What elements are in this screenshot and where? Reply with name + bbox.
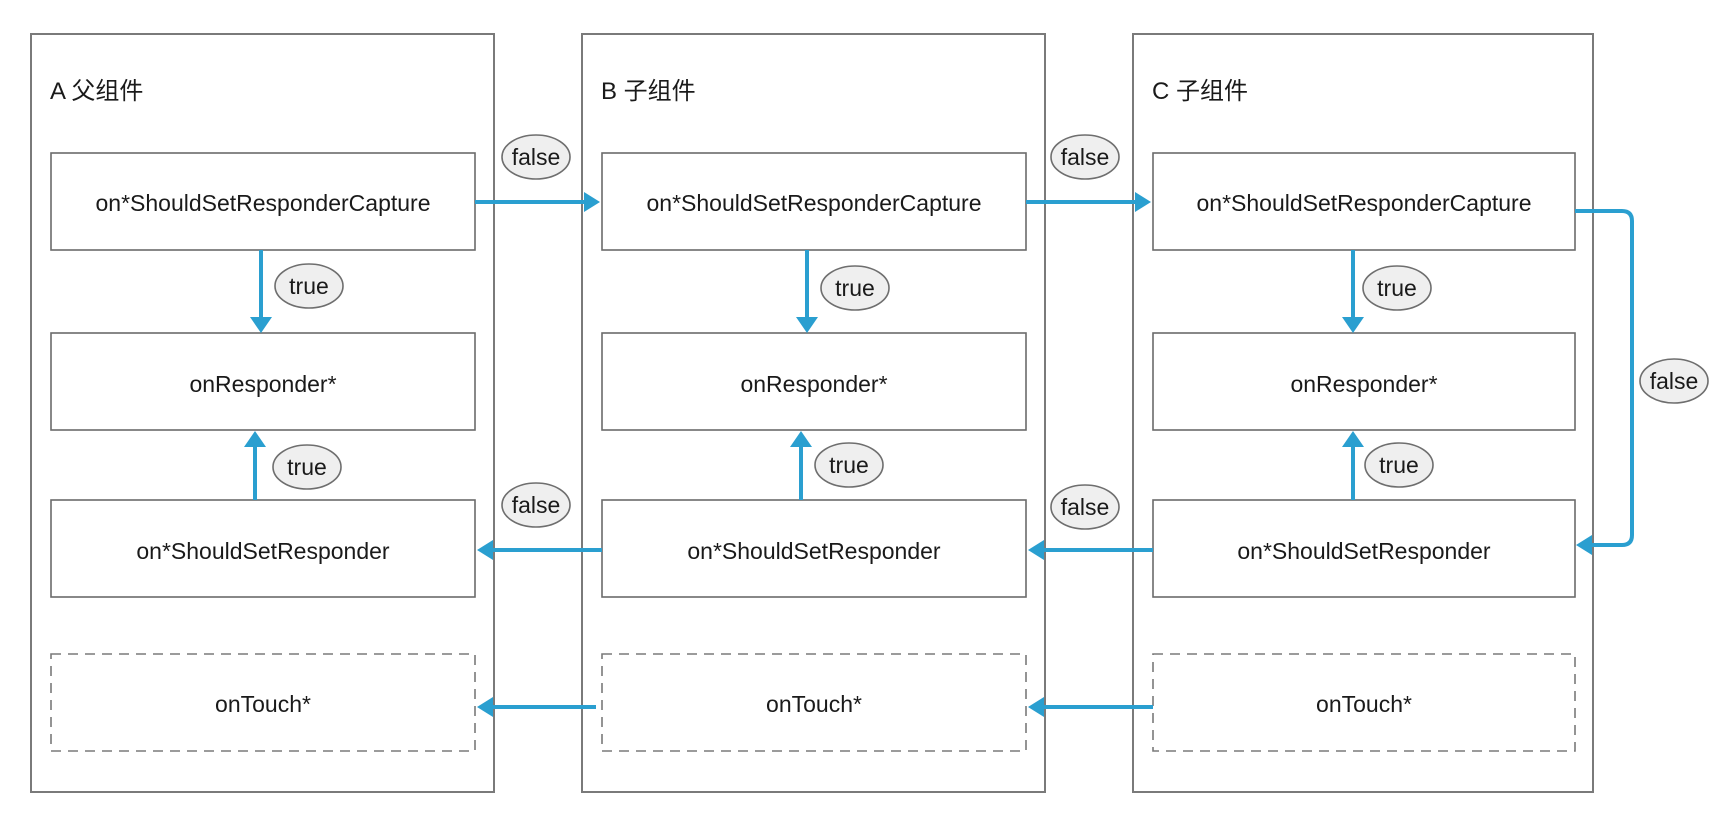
panel-c-touch-node	[1152, 653, 1576, 752]
edge-label-text: true	[1377, 275, 1417, 301]
edge-label-text: false	[1061, 494, 1110, 520]
panel-b-touch-label: onTouch*	[766, 691, 862, 717]
panel-a-title: A 父组件	[50, 78, 143, 105]
panel-c-should-set-node	[1152, 499, 1576, 598]
panel-c-responder-node	[1152, 332, 1576, 431]
edge-c-capture-to-c-should-set	[1575, 209, 1634, 555]
panel-b-touch-node	[601, 653, 1027, 752]
edge-b-should-set-to-b-responder	[790, 431, 812, 500]
edge-b-capture-to-b-responder	[796, 250, 818, 333]
edge-label-text: true	[1379, 452, 1419, 478]
edge-label-b-capture-to-c-capture: false	[1050, 134, 1120, 180]
panel-b-capture-node	[601, 152, 1027, 251]
edge-label-text: true	[829, 452, 869, 478]
panel-c-title: C 子组件	[1152, 78, 1248, 105]
edge-label-b-should-set-to-a-should-set: false	[501, 482, 571, 528]
panel-b: B 子组件 on*ShouldSetResponderCapture onRes…	[581, 33, 1046, 793]
panel-c-capture-node	[1152, 152, 1576, 251]
panel-b-title: B 子组件	[601, 78, 696, 105]
edge-label-a-should-set-to-a-responder: true	[272, 444, 342, 490]
panel-a-touch-label: onTouch*	[215, 691, 311, 717]
panel-c-capture-label: on*ShouldSetResponderCapture	[1196, 190, 1531, 216]
panel-a-should-set-node	[50, 499, 476, 598]
edge-a-should-set-to-a-responder	[244, 431, 266, 500]
edge-a-capture-to-a-responder	[250, 250, 272, 333]
panel-a-should-set-label: on*ShouldSetResponder	[136, 538, 390, 564]
panel-b-should-set-node	[601, 499, 1027, 598]
panel-a-responder-node	[50, 332, 476, 431]
edge-label-text: false	[512, 144, 561, 170]
edge-label-b-capture-to-b-responder: true	[820, 265, 890, 311]
edge-label-text: false	[1650, 368, 1699, 394]
edge-a-capture-to-b-capture	[475, 192, 600, 212]
edge-c-should-set-to-b-should-set	[1028, 540, 1153, 560]
panel-a-capture-node	[50, 152, 476, 251]
panel-a-capture-label: on*ShouldSetResponderCapture	[95, 190, 430, 216]
edge-b-should-set-to-a-should-set	[477, 540, 602, 560]
edge-label-c-should-set-to-c-responder: true	[1364, 442, 1434, 488]
panel-a: A 父组件 on*ShouldSetResponderCapture onRes…	[30, 33, 495, 793]
edge-label-text: true	[289, 273, 329, 299]
edge-label-c-should-set-to-b-should-set: false	[1050, 484, 1120, 530]
panel-c-should-set-label: on*ShouldSetResponder	[1237, 538, 1491, 564]
panel-b-should-set-label: on*ShouldSetResponder	[687, 538, 941, 564]
panel-b-responder-node	[601, 332, 1027, 431]
edge-c-capture-to-c-responder	[1342, 250, 1364, 333]
edge-b-touch-to-a-touch	[477, 697, 596, 717]
edge-label-b-should-set-to-b-responder: true	[814, 442, 884, 488]
edge-label-text: false	[1061, 144, 1110, 170]
edge-label-text: true	[287, 454, 327, 480]
panel-c-touch-label: onTouch*	[1316, 691, 1412, 717]
edge-c-should-set-to-c-responder	[1342, 431, 1364, 500]
panel-b-responder-label: onResponder*	[740, 371, 887, 397]
edge-label-text: false	[512, 492, 561, 518]
panel-c-responder-label: onResponder*	[1290, 371, 1437, 397]
panel-c: C 子组件 on*ShouldSetResponderCapture onRes…	[1132, 33, 1594, 793]
edge-label-text: true	[835, 275, 875, 301]
edge-label-a-capture-to-b-capture: false	[501, 134, 571, 180]
edge-label-a-capture-to-a-responder: true	[274, 263, 344, 309]
edge-b-capture-to-c-capture	[1026, 192, 1151, 212]
edge-label-c-capture-to-c-responder: true	[1362, 265, 1432, 311]
edge-c-touch-to-b-touch	[1028, 697, 1153, 717]
edge-label-c-capture-to-c-should-set: false	[1639, 358, 1709, 404]
panel-a-responder-label: onResponder*	[189, 371, 336, 397]
panel-a-touch-node	[50, 653, 476, 752]
panel-b-capture-label: on*ShouldSetResponderCapture	[646, 190, 981, 216]
